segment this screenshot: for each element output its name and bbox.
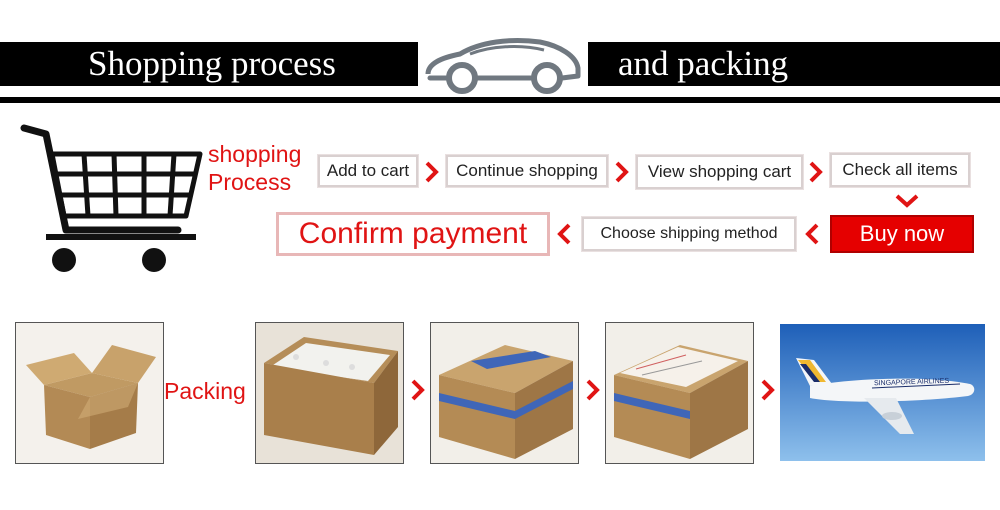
packing-label: Packing — [164, 378, 246, 404]
chevron-right-icon — [809, 161, 823, 183]
banner-right-bar — [588, 42, 1000, 86]
packing-photo-filled-box — [255, 322, 404, 464]
car-outline-icon — [425, 38, 581, 94]
shopping-cart-icon — [20, 124, 203, 272]
step-continue-shopping: Continue shopping — [446, 155, 608, 187]
chevron-right-icon — [425, 161, 439, 183]
chevron-right-icon — [411, 379, 425, 401]
process-label-line2: Process — [208, 169, 292, 195]
packing-photo-labeled-box — [605, 322, 754, 464]
banner-title-right: and packing — [618, 44, 789, 83]
banner-title-left: Shopping process — [88, 44, 336, 83]
step-confirm-payment: Confirm payment — [276, 212, 550, 256]
process-label-line1: shopping — [208, 141, 302, 167]
chevron-left-icon — [557, 223, 571, 245]
step-choose-shipping-method: Choose shipping method — [582, 217, 796, 251]
banner-divider — [0, 97, 1000, 103]
shipping-airplane-photo: SINGAPORE AIRLINES — [780, 324, 985, 461]
step-buy-now: Buy now — [830, 215, 974, 253]
chevron-right-icon — [761, 379, 775, 401]
packing-photo-open-box — [15, 322, 164, 464]
chevron-left-icon — [805, 223, 819, 245]
chevron-right-icon — [615, 161, 629, 183]
banner-left-bar — [0, 42, 418, 86]
step-add-to-cart: Add to cart — [318, 155, 418, 187]
packing-photo-taped-box — [430, 322, 579, 464]
chevron-right-icon — [586, 379, 600, 401]
step-view-shopping-cart: View shopping cart — [636, 155, 803, 189]
chevron-down-icon — [895, 194, 919, 208]
step-check-all-items: Check all items — [830, 153, 970, 187]
